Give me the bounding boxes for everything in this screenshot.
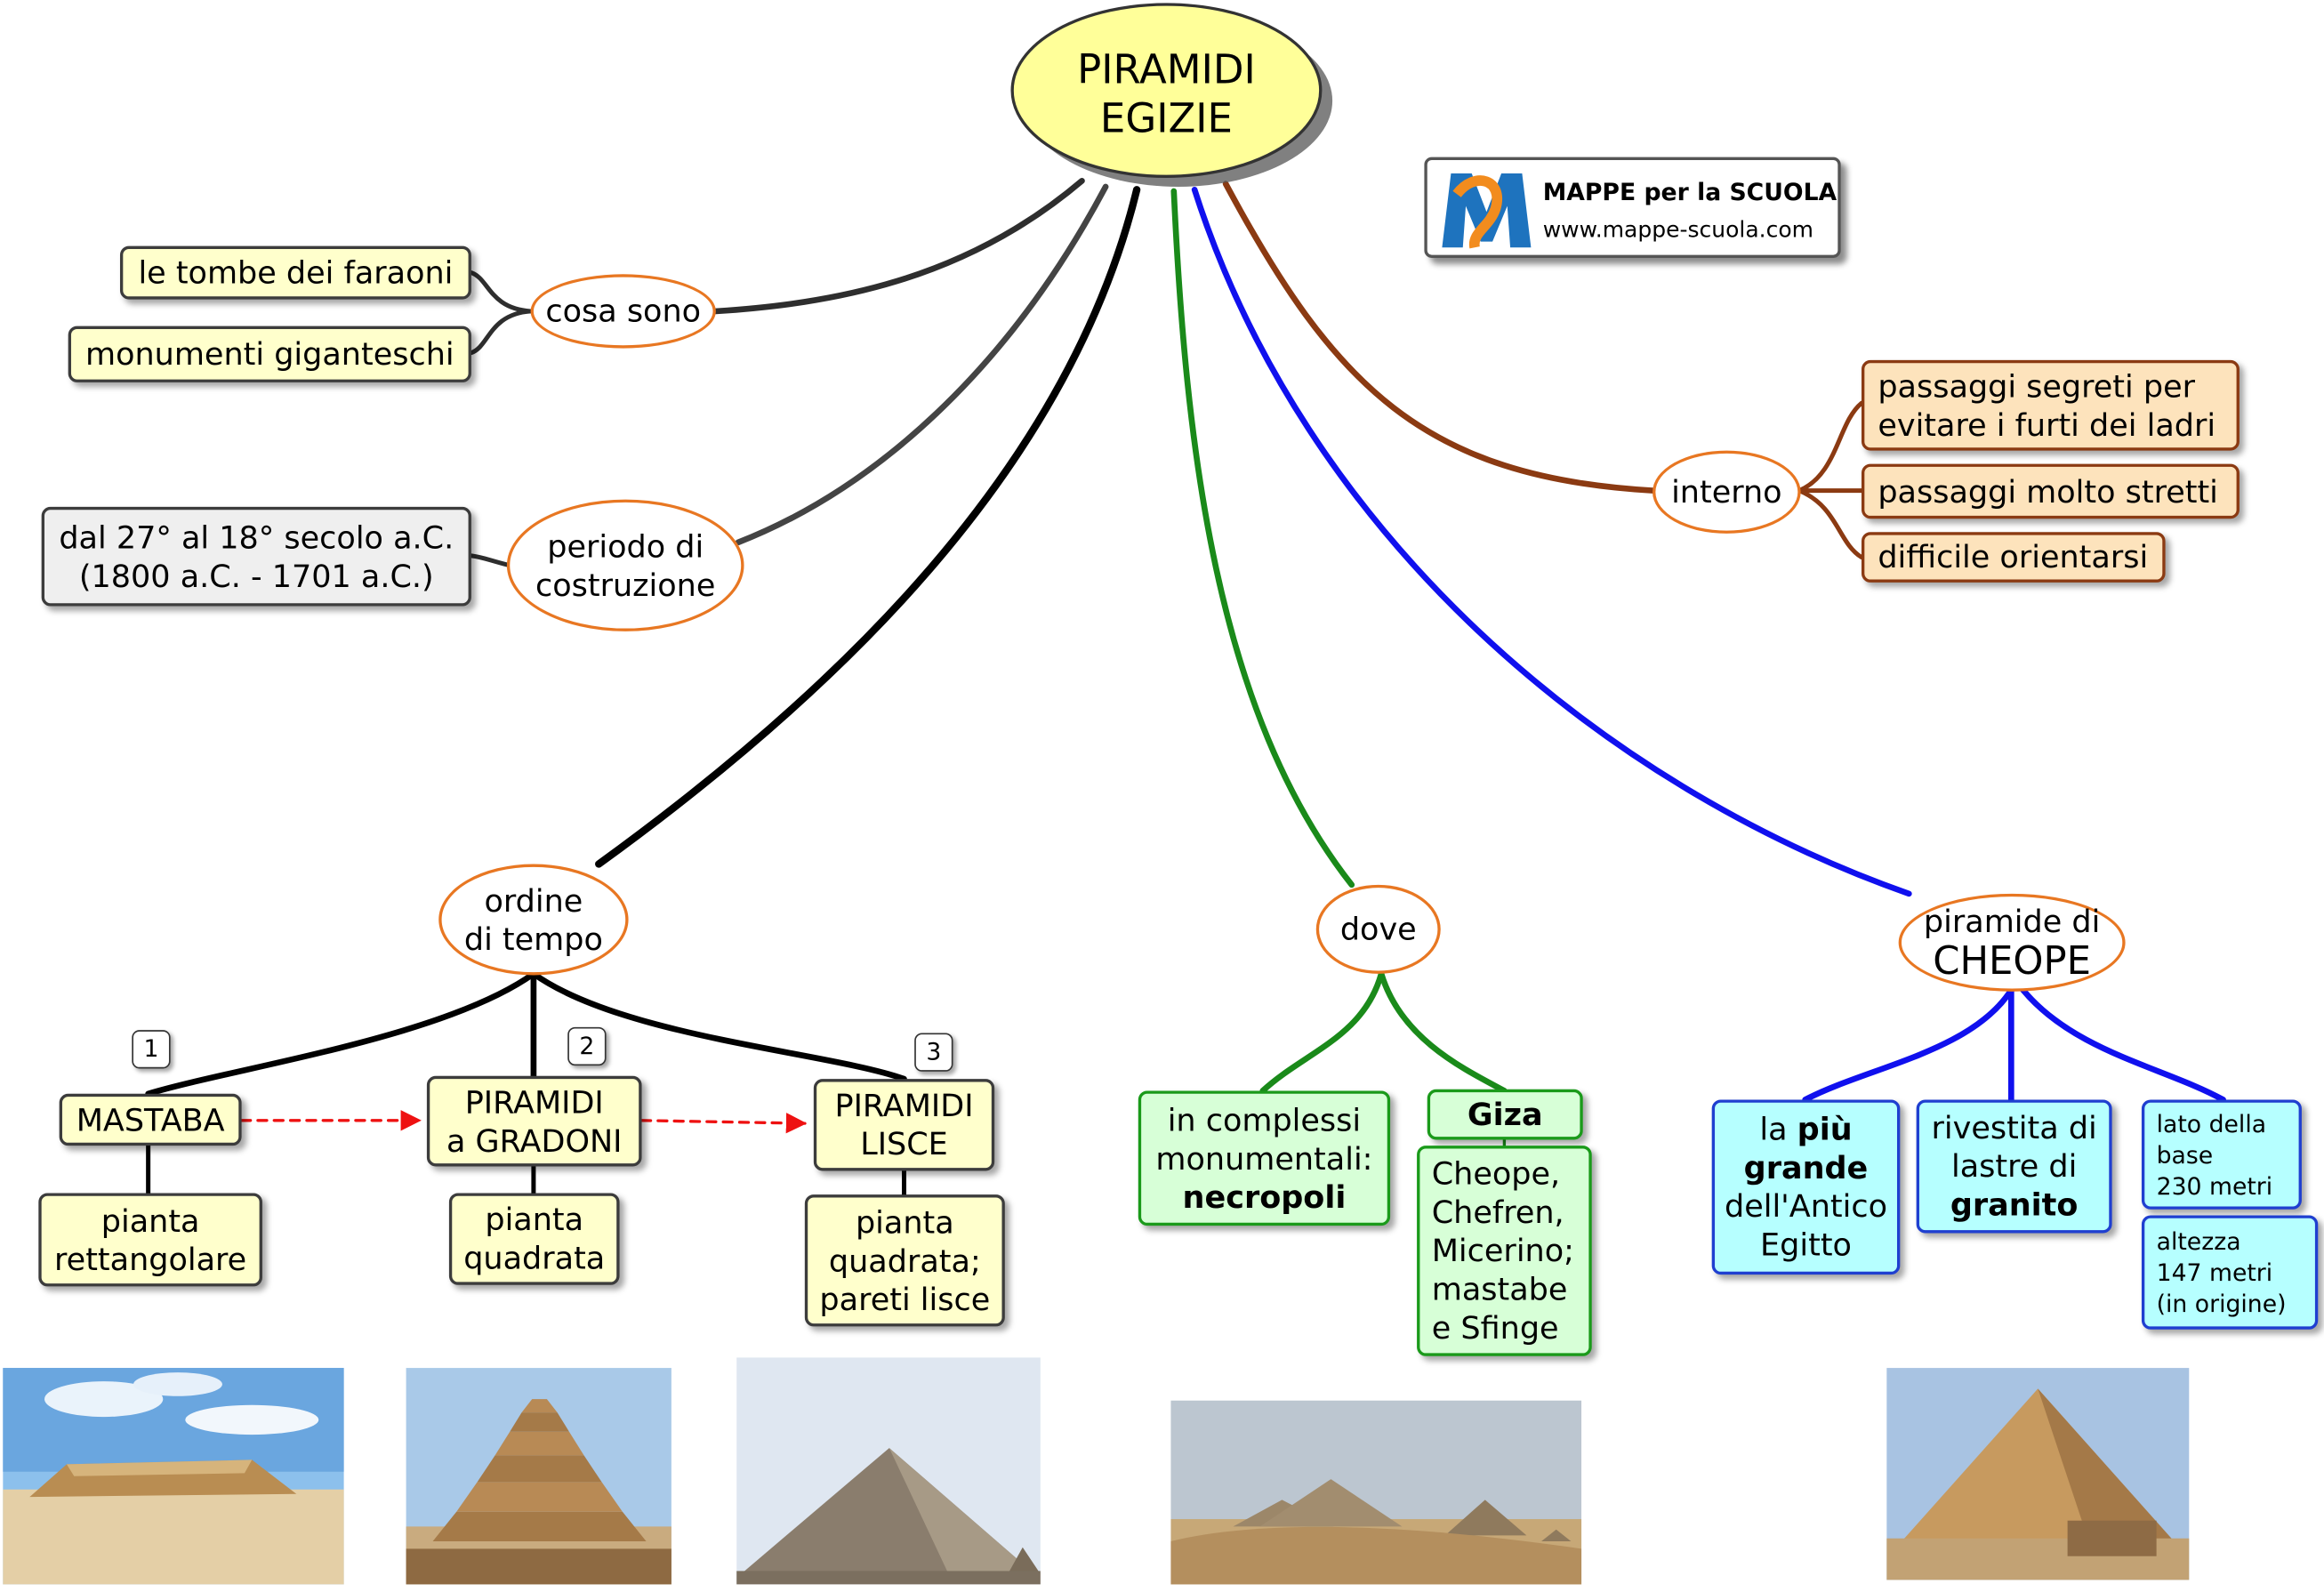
step-number-3: 3	[914, 1033, 953, 1072]
link-cosa-sono	[712, 177, 1085, 315]
step-number-2: 2	[567, 1026, 607, 1066]
link-dove	[1170, 188, 1355, 888]
mappe-scuola-logo[interactable]: MAPPE per la SCUOLA www.mappe-scuola.com	[1424, 157, 1841, 258]
step-number-1: 1	[132, 1030, 171, 1069]
node-periodo-dettaglio: dal 27° al 18° secolo a.C.(1800 a.C. - 1…	[41, 506, 471, 607]
link-interno	[1222, 181, 1656, 494]
node-passaggi-stretti: passaggi molto stretti	[1861, 463, 2240, 519]
node-mastaba: MASTABA	[59, 1093, 242, 1146]
link-cheope	[1191, 186, 1912, 897]
node-cosa-sono: cosa sono	[530, 274, 716, 349]
node-giza: Giza	[1427, 1089, 1583, 1140]
node-orientarsi: difficile orientarsi	[1861, 532, 2166, 583]
node-tombe-faraoni: le tombe dei faraoni	[119, 245, 471, 300]
photo-giza	[1170, 1400, 1582, 1585]
logo-brand: MAPPE per la SCUOLA	[1542, 177, 1837, 206]
title-line-2: EGIZIE	[1100, 94, 1233, 141]
title-ellipse	[1010, 3, 1323, 178]
photo-smooth-pyramid	[736, 1357, 1041, 1585]
link-periodo	[735, 183, 1109, 546]
mappe-logo-icon	[1442, 173, 1532, 249]
logo-url: www.mappe-scuola.com	[1542, 216, 1813, 244]
node-piu-grande: la più grande dell'Antico Egitto	[1711, 1099, 1901, 1275]
photo-step-pyramid	[406, 1368, 671, 1585]
photo-cheope	[1886, 1368, 2190, 1580]
node-interno: interno	[1653, 450, 1801, 534]
title-line-1: PIRAMIDI	[1077, 45, 1256, 92]
node-dove: dove	[1315, 884, 1441, 974]
node-monumenti: monumenti giganteschi	[68, 326, 471, 382]
photo-mastaba	[3, 1368, 344, 1585]
link-ordine	[595, 186, 1141, 868]
